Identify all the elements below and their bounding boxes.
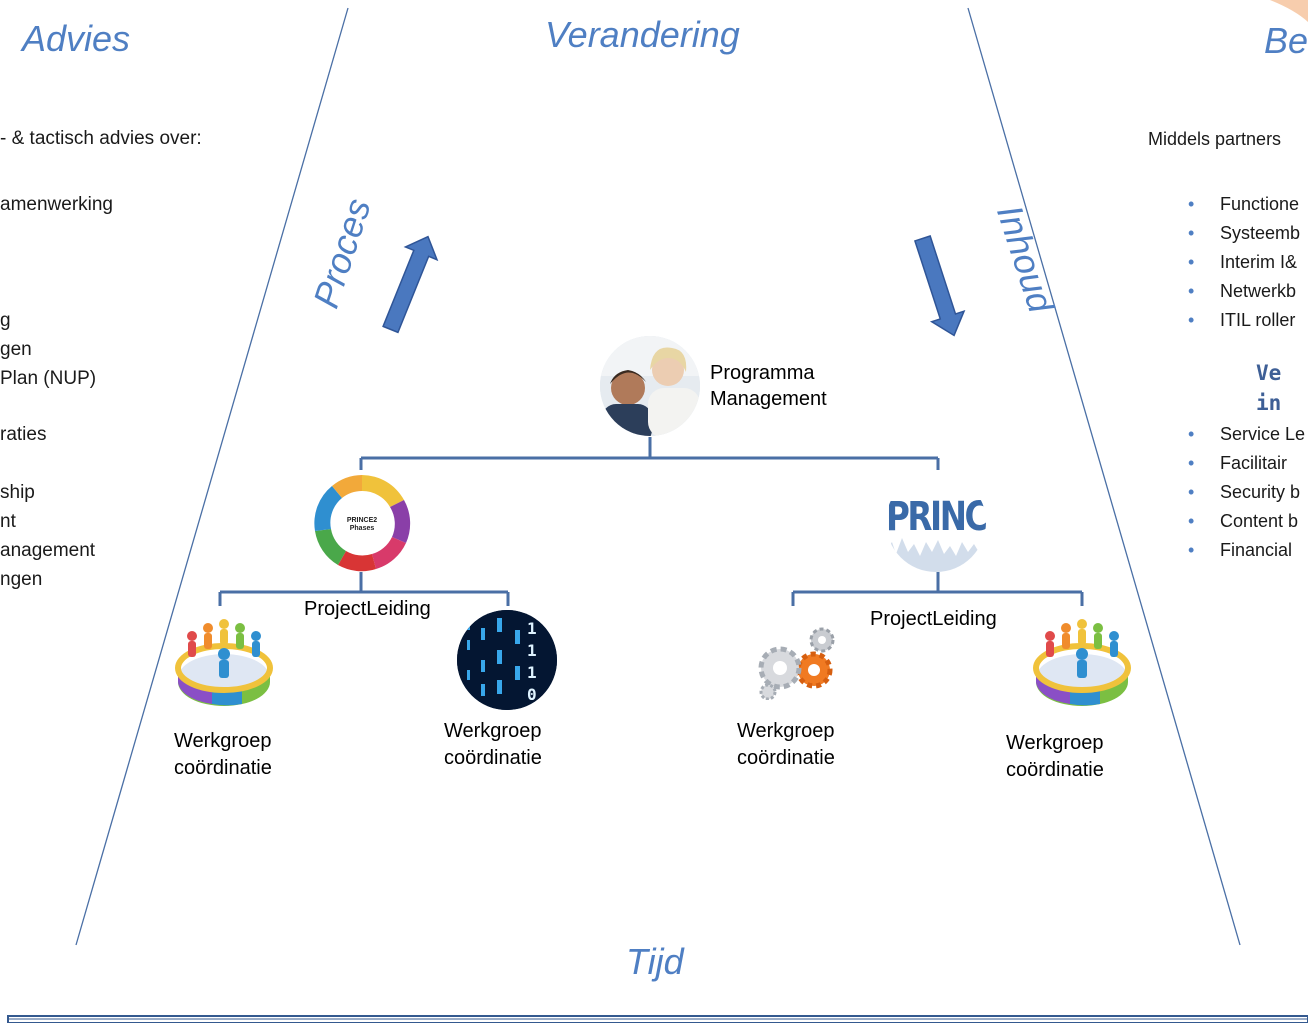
left-line: ship xyxy=(0,482,35,503)
left-line: nt xyxy=(0,511,16,532)
inhoud-arrow-icon xyxy=(913,235,966,337)
programma-label-line1: Programma xyxy=(710,362,815,384)
left-line: amenwerking xyxy=(0,194,113,215)
corner-decoration xyxy=(1270,0,1308,22)
prince-logo-text: PRINC xyxy=(886,494,986,540)
svg-text:0: 0 xyxy=(527,685,537,704)
heading-advies: Advies xyxy=(22,18,131,59)
people-circle-icon xyxy=(172,606,276,710)
left-line: anagement xyxy=(0,540,96,561)
org-connectors xyxy=(218,437,1084,606)
list-item: Functione xyxy=(1188,190,1300,219)
list-item: Systeemb xyxy=(1188,219,1300,248)
werkgroep-1-line1: Werkgroep xyxy=(174,730,272,752)
left-line: raties xyxy=(0,424,47,445)
list-item: Netwerkb xyxy=(1188,277,1300,306)
projectleiding-right-label: ProjectLeiding xyxy=(870,608,997,630)
programma-label-line2: Management xyxy=(710,388,827,410)
proces-arrow-icon xyxy=(382,235,439,334)
heading-verandering: Verandering xyxy=(545,14,740,55)
right-intro: Middels partners xyxy=(1148,129,1282,149)
werkgroep-1-line2: coördinatie xyxy=(174,757,272,779)
right-subheading-2: in xyxy=(1256,391,1282,415)
svg-text:1: 1 xyxy=(527,663,537,682)
list-item: Service Le xyxy=(1188,420,1305,449)
programma-management-photo-icon xyxy=(600,336,700,436)
werkgroep-4-line1: Werkgroep xyxy=(1006,732,1104,754)
right-funnel-line xyxy=(967,7,1241,946)
left-intro: - & tactisch advies over: xyxy=(0,128,202,149)
binary-code-icon: 1 1 1 0 xyxy=(457,610,557,710)
prince-logo-icon: PRINC xyxy=(886,472,986,572)
gears-icon xyxy=(750,620,845,701)
werkgroep-2-line1: Werkgroep xyxy=(444,720,542,742)
werkgroep-2-line2: coördinatie xyxy=(444,747,542,769)
list-item: ITIL roller xyxy=(1188,306,1300,335)
svg-text:1: 1 xyxy=(527,619,537,638)
prince2-cycle-subtitle: Phases xyxy=(350,525,375,532)
left-line: gen xyxy=(0,339,32,360)
projectleiding-left-label: ProjectLeiding xyxy=(304,598,431,620)
left-funnel-line xyxy=(75,7,349,946)
heading-beheer: Be xyxy=(1264,20,1308,61)
prince2-cycle-title: PRINCE2 xyxy=(347,517,377,524)
left-line: Plan (NUP) xyxy=(0,368,97,389)
werkgroep-3-line1: Werkgroep xyxy=(737,720,835,742)
left-line: g xyxy=(0,310,11,331)
list-item: Security b xyxy=(1188,478,1305,507)
right-list-1: Functione Systeemb Interim I& Netwerkb I… xyxy=(1188,190,1300,335)
werkgroep-4-line2: coördinatie xyxy=(1006,759,1104,781)
list-item: Interim I& xyxy=(1188,248,1300,277)
right-list-2: Service Le Facilitair Security b Content… xyxy=(1188,420,1305,565)
svg-text:1: 1 xyxy=(527,641,537,660)
werkgroep-3-line2: coördinatie xyxy=(737,747,835,769)
left-line: ngen xyxy=(0,569,43,590)
people-circle-icon xyxy=(1030,606,1134,710)
list-item: Facilitair xyxy=(1188,449,1305,478)
list-item: Financial xyxy=(1188,536,1305,565)
list-item: Content b xyxy=(1188,507,1305,536)
heading-tijd: Tijd xyxy=(626,941,684,982)
right-subheading-1: Ve xyxy=(1256,361,1282,385)
prince2-phases-cycle-icon: PRINCE2 Phases xyxy=(311,472,413,574)
